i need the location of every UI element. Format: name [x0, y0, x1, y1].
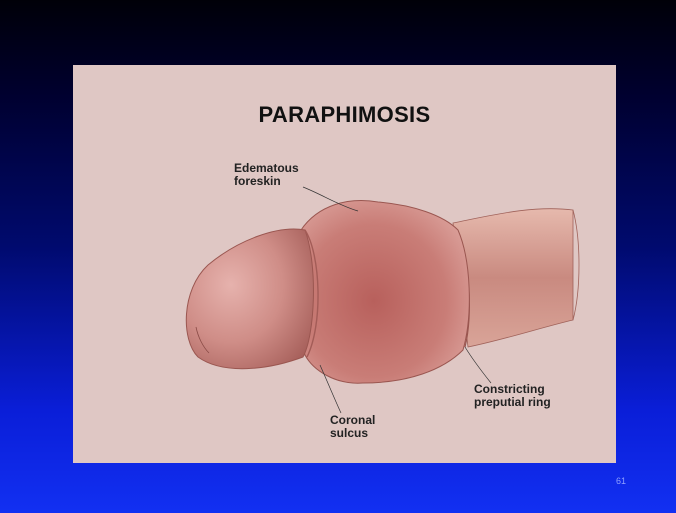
page-number: 61	[616, 476, 626, 486]
penile-shaft	[453, 209, 573, 347]
label-constricting-preputial-ring: Constricting preputial ring	[474, 383, 551, 409]
label-line: foreskin	[234, 175, 299, 188]
edematous-foreskin	[296, 201, 469, 384]
label-edematous-foreskin: Edematous foreskin	[234, 162, 299, 188]
slide-panel: PARAPHIMOSIS	[73, 65, 616, 463]
label-coronal-sulcus: Coronal sulcus	[330, 414, 375, 440]
label-line: preputial ring	[474, 396, 551, 409]
glans	[186, 229, 313, 369]
label-line: sulcus	[330, 427, 375, 440]
leader-constricting	[465, 347, 491, 383]
